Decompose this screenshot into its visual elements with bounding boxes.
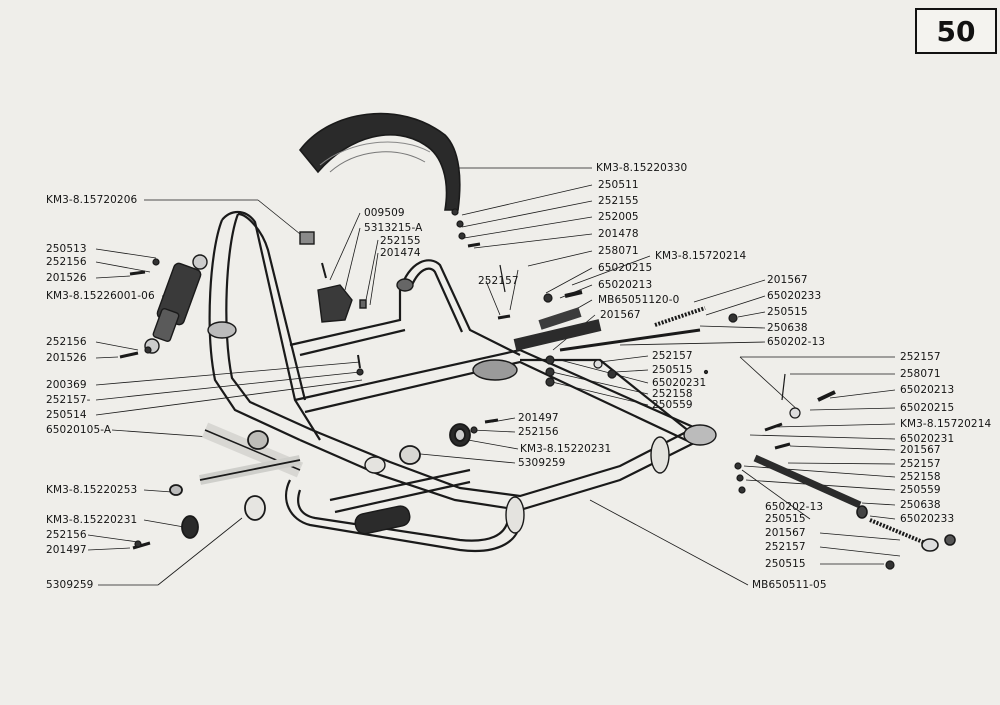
part-label: 65020105-A bbox=[46, 424, 112, 436]
part-label: 65020233 bbox=[767, 290, 822, 302]
part-label: 258071 bbox=[598, 245, 639, 257]
part-label: 009509 bbox=[364, 207, 405, 219]
part-label: 258071 bbox=[900, 368, 941, 380]
part-label: 65020215 bbox=[598, 262, 653, 274]
part-label: 252155 bbox=[598, 195, 639, 207]
part-label: 252156 bbox=[518, 426, 559, 438]
part-label: 250513 bbox=[46, 243, 87, 255]
part-label: 250638 bbox=[900, 499, 941, 511]
part-label: 250515 bbox=[765, 513, 806, 525]
part-label: KM3-8.15220231 bbox=[520, 443, 612, 455]
part-label: 650202-13 bbox=[765, 501, 824, 513]
part-label: 201497 bbox=[518, 412, 559, 424]
part-label: 65020213 bbox=[598, 279, 653, 291]
part-label: MB65051120-0 bbox=[598, 294, 680, 306]
part-label: 201526 bbox=[46, 272, 87, 284]
stabilizer-rod-lower bbox=[753, 454, 956, 552]
part-label: 5309259 bbox=[518, 457, 566, 469]
page-number: 50 bbox=[915, 8, 997, 54]
part-label: 252157- bbox=[46, 394, 91, 406]
part-label: 252157 bbox=[478, 275, 519, 287]
part-label: 252156 bbox=[46, 529, 87, 541]
rear-fender bbox=[298, 112, 461, 211]
part-label: 250511 bbox=[598, 179, 639, 191]
part-label: KM3-8.15220253 bbox=[46, 484, 138, 496]
part-label: 65020231 bbox=[900, 433, 955, 445]
part-label: 201567 bbox=[767, 274, 808, 286]
part-label: KM3-8.15226001-06 bbox=[46, 290, 155, 302]
spindle-assembly bbox=[169, 422, 471, 539]
part-label: 201497 bbox=[46, 544, 87, 556]
part-label: 252156 bbox=[46, 336, 87, 348]
part-label: 252005 bbox=[598, 211, 639, 223]
top-bracket bbox=[299, 231, 367, 323]
part-label: 201567 bbox=[765, 527, 806, 539]
part-label: 252158 bbox=[900, 471, 941, 483]
part-label: 201478 bbox=[598, 228, 639, 240]
part-label: 252157 bbox=[765, 541, 806, 553]
part-label: 650202-13 bbox=[767, 336, 826, 348]
part-label: KM3-8.15220231 bbox=[46, 514, 138, 526]
part-label: 252156 bbox=[46, 256, 87, 268]
part-label: 250638 bbox=[767, 322, 808, 334]
part-label: 65020215 bbox=[900, 402, 955, 414]
hardware-bits bbox=[119, 208, 895, 570]
part-label: KM3-8.15720214 bbox=[655, 250, 747, 262]
part-label: 252157 bbox=[900, 351, 941, 363]
part-label: 250515 bbox=[652, 364, 693, 376]
part-label: KM3-8.15720214 bbox=[900, 418, 992, 430]
part-label: 252158 bbox=[652, 388, 693, 400]
shock-absorber bbox=[144, 254, 208, 354]
footrest-pad bbox=[354, 505, 411, 535]
part-label: KM3-8.15720206 bbox=[46, 194, 138, 206]
part-label: 252157 bbox=[900, 458, 941, 470]
part-label: 252155 bbox=[380, 235, 421, 247]
part-label: 250559 bbox=[652, 399, 693, 411]
part-label: MB650511-05 bbox=[752, 579, 827, 591]
part-label: KM3-8.15220330 bbox=[596, 162, 688, 174]
part-label: 5309259 bbox=[46, 579, 94, 591]
part-label: 65020233 bbox=[900, 513, 955, 525]
part-label: 65020213 bbox=[900, 384, 955, 396]
part-label: 250515 bbox=[765, 558, 806, 570]
frame-joints bbox=[207, 278, 717, 534]
part-label: 250515 bbox=[767, 306, 808, 318]
part-label: 201474 bbox=[380, 247, 421, 259]
part-label: 201567 bbox=[900, 444, 941, 456]
part-label: 250514 bbox=[46, 409, 87, 421]
stabilizer-rod-upper bbox=[513, 306, 706, 352]
part-label: 200369 bbox=[46, 379, 87, 391]
part-label: 250559 bbox=[900, 484, 941, 496]
part-label: 201567 bbox=[600, 309, 641, 321]
part-label: 252157 bbox=[652, 350, 693, 362]
part-label: 65020231 bbox=[652, 377, 707, 389]
part-label: 201526 bbox=[46, 352, 87, 364]
part-label: 5313215-A bbox=[364, 222, 423, 234]
